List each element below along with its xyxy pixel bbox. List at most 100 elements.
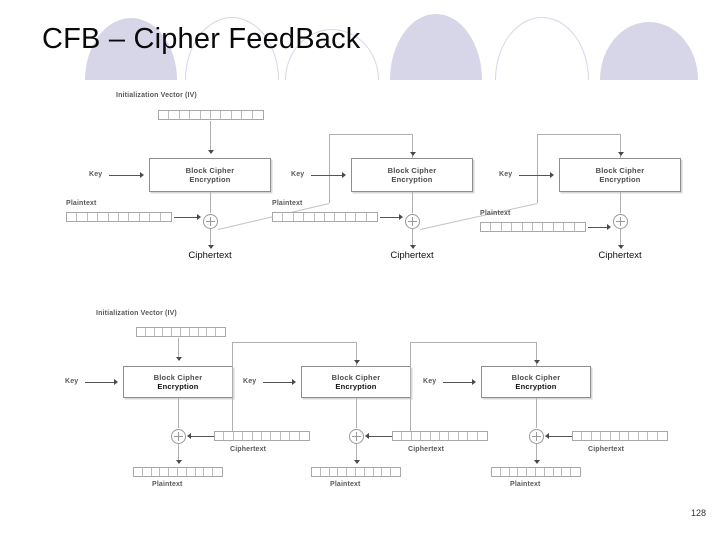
bit-cell (321, 468, 330, 476)
bit-cell (187, 468, 196, 476)
bit-cell (315, 213, 326, 221)
bit-cell (611, 432, 621, 440)
bit-cell (163, 328, 173, 336)
bit-cell (571, 468, 580, 476)
bit-cell (510, 468, 519, 476)
iv-label: Initialization Vector (IV) (116, 92, 197, 99)
page-title: CFB – Cipher FeedBack (42, 23, 361, 55)
bit-cell (242, 111, 253, 119)
arrow-head-down (410, 245, 416, 249)
bit-cell (658, 432, 667, 440)
connector-line (263, 382, 294, 383)
bit-cell (601, 432, 611, 440)
bit-cell (109, 213, 120, 221)
key-label-enc-2: Key (291, 171, 305, 178)
cipher-box-line1: Block Cipher (387, 165, 437, 175)
connector-line (329, 134, 330, 203)
bit-cell (459, 432, 469, 440)
plaintext-bit-array-enc-2 (272, 212, 378, 222)
bit-cell (648, 432, 658, 440)
connector-line (410, 342, 536, 343)
ciphertext-label-dec-2: Ciphertext (408, 446, 445, 453)
bit-cell (196, 468, 205, 476)
arrow-head-down (410, 152, 416, 156)
bit-cell (421, 432, 431, 440)
bit-cell (159, 111, 170, 119)
bit-cell (356, 213, 367, 221)
bit-cell (172, 328, 181, 336)
bit-cell (382, 468, 392, 476)
connector-line (232, 342, 356, 343)
connector-line (410, 342, 411, 431)
arrow-head-left (545, 433, 549, 439)
cipher-box-line2: Encryption (599, 175, 641, 184)
bit-cell (393, 432, 403, 440)
connector-line (412, 192, 413, 213)
bit-cell (639, 432, 649, 440)
bit-cell (190, 328, 199, 336)
ciphertext-bit-array-dec-3 (572, 431, 668, 441)
bit-cell (211, 111, 222, 119)
bit-cell (294, 213, 305, 221)
arrow-head-right (607, 224, 611, 230)
bit-cell (533, 223, 544, 231)
connector-line (189, 436, 214, 437)
bit-cell (283, 213, 294, 221)
connector-line (536, 444, 537, 460)
bit-cell (178, 468, 187, 476)
arrow-head-down (208, 150, 214, 154)
ciphertext-label-dec-3: Ciphertext (588, 446, 625, 453)
bit-cell (169, 111, 180, 119)
bit-cell (491, 223, 502, 231)
connector-line (210, 192, 211, 213)
key-label-dec-3: Key (423, 378, 437, 385)
ciphertext-bit-array-dec-1 (214, 431, 310, 441)
arrow-head-right (114, 379, 118, 385)
bit-cell (262, 432, 272, 440)
cipher-box-line1: Block Cipher (595, 165, 645, 175)
bit-cell (330, 468, 339, 476)
plaintext-bit-array-dec-3 (491, 467, 581, 477)
bit-cell (253, 432, 263, 440)
cipher-box-line2: Encryption (391, 175, 433, 184)
bit-cell (481, 223, 492, 231)
bit-cell (207, 328, 217, 336)
arrow-head-down (618, 245, 624, 249)
xor-node-dec-2 (348, 428, 364, 444)
bit-cell (527, 468, 536, 476)
key-label-enc-1: Key (89, 171, 103, 178)
cipher-box-line1: Block Cipher (511, 372, 561, 382)
bit-cell (501, 468, 510, 476)
connector-line (620, 134, 621, 162)
bit-cell (221, 111, 232, 119)
bit-cell (356, 468, 365, 476)
bit-cell (129, 213, 140, 221)
bit-cell (629, 432, 639, 440)
bit-cell (440, 432, 450, 440)
bit-cell (554, 468, 563, 476)
bit-cell (478, 432, 487, 440)
xor-node-dec-1 (170, 428, 186, 444)
bit-cell (412, 432, 422, 440)
connector-line (519, 175, 552, 176)
connector-line (537, 134, 538, 203)
bit-cell (143, 468, 152, 476)
connector-line (443, 382, 474, 383)
key-label-dec-2: Key (243, 378, 257, 385)
bit-cell (137, 328, 146, 336)
bit-cell (545, 468, 554, 476)
cipher-box-line2: Encryption (515, 382, 557, 391)
bit-cell (338, 468, 348, 476)
xor-node-enc-2 (404, 213, 420, 229)
bit-cell (232, 111, 243, 119)
bit-cell (160, 468, 170, 476)
bit-cell (204, 468, 214, 476)
arrow-head-left (187, 433, 191, 439)
